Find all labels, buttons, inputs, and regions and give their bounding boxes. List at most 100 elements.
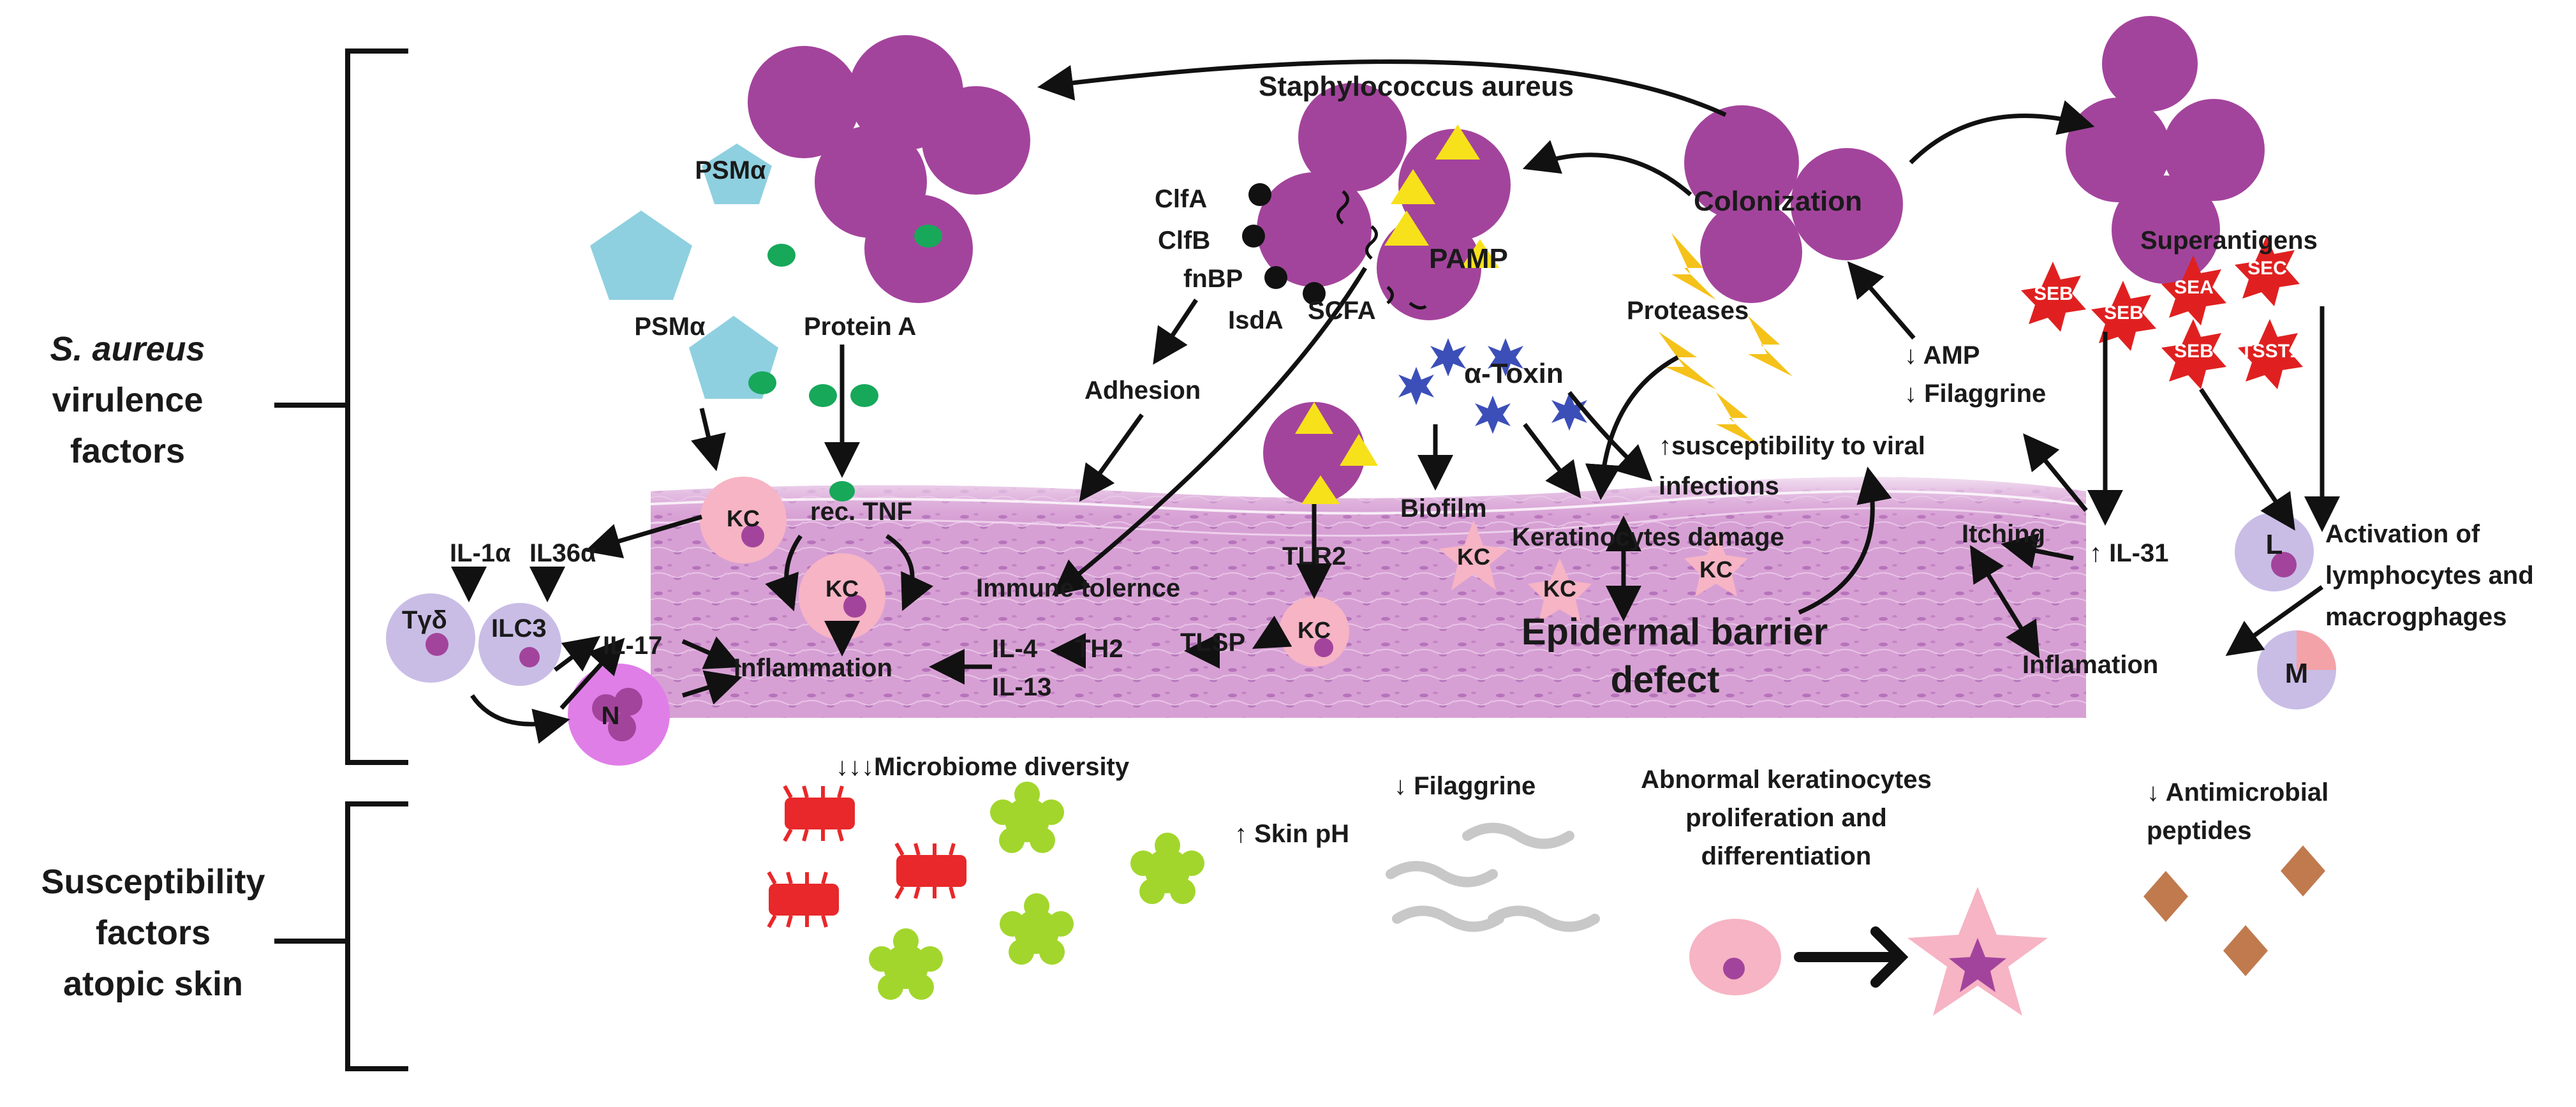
neutrophil-cell bbox=[568, 664, 670, 766]
protease-lightning bbox=[1659, 233, 1793, 447]
fnbp-label: fnBP bbox=[1183, 265, 1243, 293]
epidermal-label-1: Epidermal barrier bbox=[1521, 611, 1828, 653]
virulence-label-line3: factors bbox=[70, 432, 185, 470]
superantigens-label: Superantigens bbox=[2140, 227, 2318, 255]
antimicrobial-label-1: ↓ Antimicrobial bbox=[2147, 778, 2328, 806]
toxin-label-2: SEB bbox=[2104, 302, 2143, 323]
susceptibility-bracket bbox=[274, 801, 408, 1071]
abnormal-label-2: proliferation and bbox=[1685, 804, 1887, 832]
itching-label: Itching bbox=[1962, 520, 2045, 548]
kc-label-tlr2: KC bbox=[1298, 617, 1331, 643]
clfb-label: ClfB bbox=[1158, 227, 1210, 255]
abnormal-keratinocyte-star bbox=[1907, 887, 2048, 1016]
kc-star-label-2: KC bbox=[1543, 576, 1576, 602]
susceptibility-label-line3: atopic skin bbox=[63, 965, 243, 1003]
epidermal-label-2: defect bbox=[1611, 659, 1720, 701]
kc-star-label-3: KC bbox=[1699, 556, 1733, 583]
kc-label-2: KC bbox=[825, 576, 859, 602]
toxin-label-1: SEB bbox=[2034, 283, 2073, 304]
scfa-label: SCFA bbox=[1308, 297, 1376, 325]
kc-stars bbox=[1439, 520, 1748, 622]
lymphocyte-cell bbox=[2235, 512, 2314, 591]
viral-label-2: infections bbox=[1659, 472, 1779, 500]
psm-label-1: PSMα bbox=[695, 156, 766, 184]
staph-label: Staphylococcus aureus bbox=[1259, 71, 1574, 102]
adhesion-label: Adhesion bbox=[1084, 376, 1201, 405]
viral-label-1: ↑susceptibility to viral bbox=[1659, 432, 1925, 460]
antimicrobial-peptides bbox=[2143, 845, 2325, 976]
green-microbes bbox=[869, 782, 1204, 1000]
bacteria-cluster-topleft bbox=[748, 35, 1030, 303]
tlr2-label: TLR2 bbox=[1282, 542, 1346, 570]
clfa-label: ClfA bbox=[1155, 185, 1207, 213]
il17-label: IL-17 bbox=[603, 632, 662, 660]
adhesin-dots bbox=[1242, 183, 1326, 305]
toxin-label-3: SEA bbox=[2174, 277, 2214, 298]
l-label: L bbox=[2266, 529, 2283, 560]
il4-label: IL-4 bbox=[992, 635, 1038, 663]
rec-tnf-label: rec. TNF bbox=[810, 498, 912, 526]
inflamation-label: Inflamation bbox=[2022, 651, 2158, 679]
bacteria-tlr2 bbox=[1263, 402, 1365, 504]
virulence-label-line2: virulence bbox=[52, 381, 203, 419]
superantigen-stars bbox=[2021, 236, 2303, 389]
susceptibility-label-line2: factors bbox=[96, 914, 211, 952]
activation-label-1: Activation of bbox=[2325, 520, 2480, 548]
differentiation-arrow bbox=[1794, 926, 1909, 988]
amp-label: ↓ AMP bbox=[1904, 341, 1980, 369]
colonization-label: Colonization bbox=[1694, 186, 1862, 217]
virulence-label-italic: S. aureus bbox=[50, 330, 205, 368]
proteases-label: Proteases bbox=[1627, 297, 1749, 325]
pamp-label: PAMP bbox=[1429, 243, 1508, 274]
double-arrows bbox=[1606, 516, 2040, 658]
il31-label: ↑ IL-31 bbox=[2089, 539, 2168, 567]
arrows bbox=[451, 59, 2340, 744]
biofilm-label: Biofilm bbox=[1400, 494, 1487, 523]
toxin-label-4: SEC bbox=[2247, 258, 2287, 279]
toxin-label-6: TSST1 bbox=[2240, 341, 2300, 362]
kc-cell-1 bbox=[700, 477, 787, 563]
th2-label: TH2 bbox=[1075, 635, 1123, 663]
activation-label-3: macrogphages bbox=[2325, 603, 2507, 631]
protein-a-label: Protein A bbox=[804, 313, 916, 341]
antimicrobial-label-2: peptides bbox=[2147, 817, 2251, 845]
skin-tissue bbox=[650, 477, 2087, 718]
abnormal-label-1: Abnormal keratinocytes bbox=[1641, 766, 1932, 794]
filaggrine-top-label: ↓ Filaggrine bbox=[1904, 380, 2046, 408]
abnormal-label-3: differentiation bbox=[1701, 842, 1872, 870]
red-microbes bbox=[767, 785, 966, 928]
tlsp-label: TLSP bbox=[1180, 628, 1245, 657]
n-label: N bbox=[602, 702, 620, 730]
bacteria-colonization bbox=[1684, 105, 1903, 303]
pamp-triangles bbox=[1295, 124, 1499, 504]
microbiome-label: ↓↓↓Microbiome diversity bbox=[836, 753, 1130, 781]
il1a-label: IL-1α bbox=[450, 539, 511, 567]
psm-label-2: PSMα bbox=[634, 313, 706, 341]
skin-ph-label: ↑ Skin pH bbox=[1234, 820, 1349, 848]
alpha-toxin-stars bbox=[1398, 338, 1587, 434]
il36a-label: IL36α bbox=[529, 539, 596, 567]
bacteria-cluster-center bbox=[1257, 83, 1511, 320]
inflammation-label: Inflammation bbox=[734, 654, 892, 682]
tgd-cell bbox=[386, 593, 475, 683]
immune-tolerance-label: Immune tolernce bbox=[976, 574, 1180, 602]
susceptibility-label-line1: Susceptibility bbox=[41, 863, 265, 901]
activation-label-2: lymphocytes and bbox=[2325, 561, 2534, 590]
kc-cell-2 bbox=[799, 553, 885, 640]
il13-label: IL-13 bbox=[992, 673, 1051, 701]
macrophage-cell bbox=[2257, 630, 2336, 710]
kc-label-1: KC bbox=[727, 505, 760, 531]
virulence-bracket bbox=[274, 48, 408, 765]
ilc3-label: ILC3 bbox=[491, 614, 547, 643]
toxin-label-5: SEB bbox=[2174, 341, 2214, 362]
alpha-toxin-label: α-Toxin bbox=[1464, 358, 1564, 389]
filaggrine-bottom-label: ↓ Filaggrine bbox=[1394, 772, 1536, 800]
isda-label: IsdA bbox=[1228, 306, 1284, 334]
kc-star-label-1: KC bbox=[1457, 544, 1490, 570]
tgd-label: Tγδ bbox=[402, 606, 447, 634]
protein-a-dots bbox=[748, 225, 942, 501]
keratinocytes-damage-label: Keratinocytes damage bbox=[1512, 523, 1784, 551]
m-label: M bbox=[2285, 658, 2309, 689]
